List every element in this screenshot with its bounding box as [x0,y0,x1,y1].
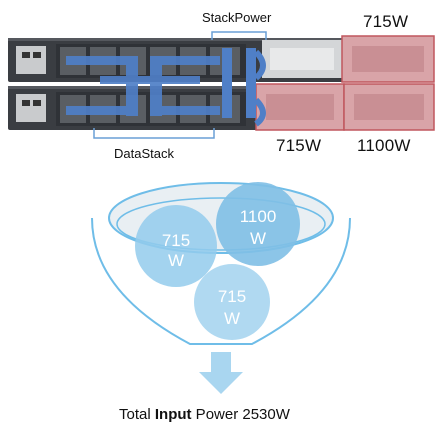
total-suffix: Power 2530W [191,406,290,423]
psu-bottom-middle [255,83,345,131]
total-input-power: Total Input Power 2530W [119,406,290,423]
bubble-left-value: 715 [162,231,190,250]
stackpower-cables [222,48,266,127]
bubble-bottom-unit: W [224,309,240,328]
datastack-cables [66,56,220,116]
total-prefix: Total [119,406,155,423]
down-arrow-icon [199,352,243,394]
stackpower-bracket [211,31,267,40]
total-emphasis: Input [154,406,192,423]
bubble-right-value: 1100 [240,207,277,226]
bubble-left-unit: W [168,251,184,270]
psu-bottom-right [343,83,435,131]
stackpower-label: StackPower [202,10,272,25]
bubble-715-bottom [194,264,270,340]
datastack-bracket [93,128,215,139]
psu-top-right-watts: 715W [363,12,409,31]
bubble-1100-right [216,182,300,266]
psu-top-right [341,35,435,83]
bubble-715-left [135,205,217,287]
psu-bottom-right-watts: 1100W [357,136,411,155]
bubble-right-unit: W [250,229,266,248]
psu-bottom-middle-watts: 715W [276,136,322,155]
datastack-label: DataStack [114,146,174,161]
bubble-bottom-value: 715 [218,287,246,306]
